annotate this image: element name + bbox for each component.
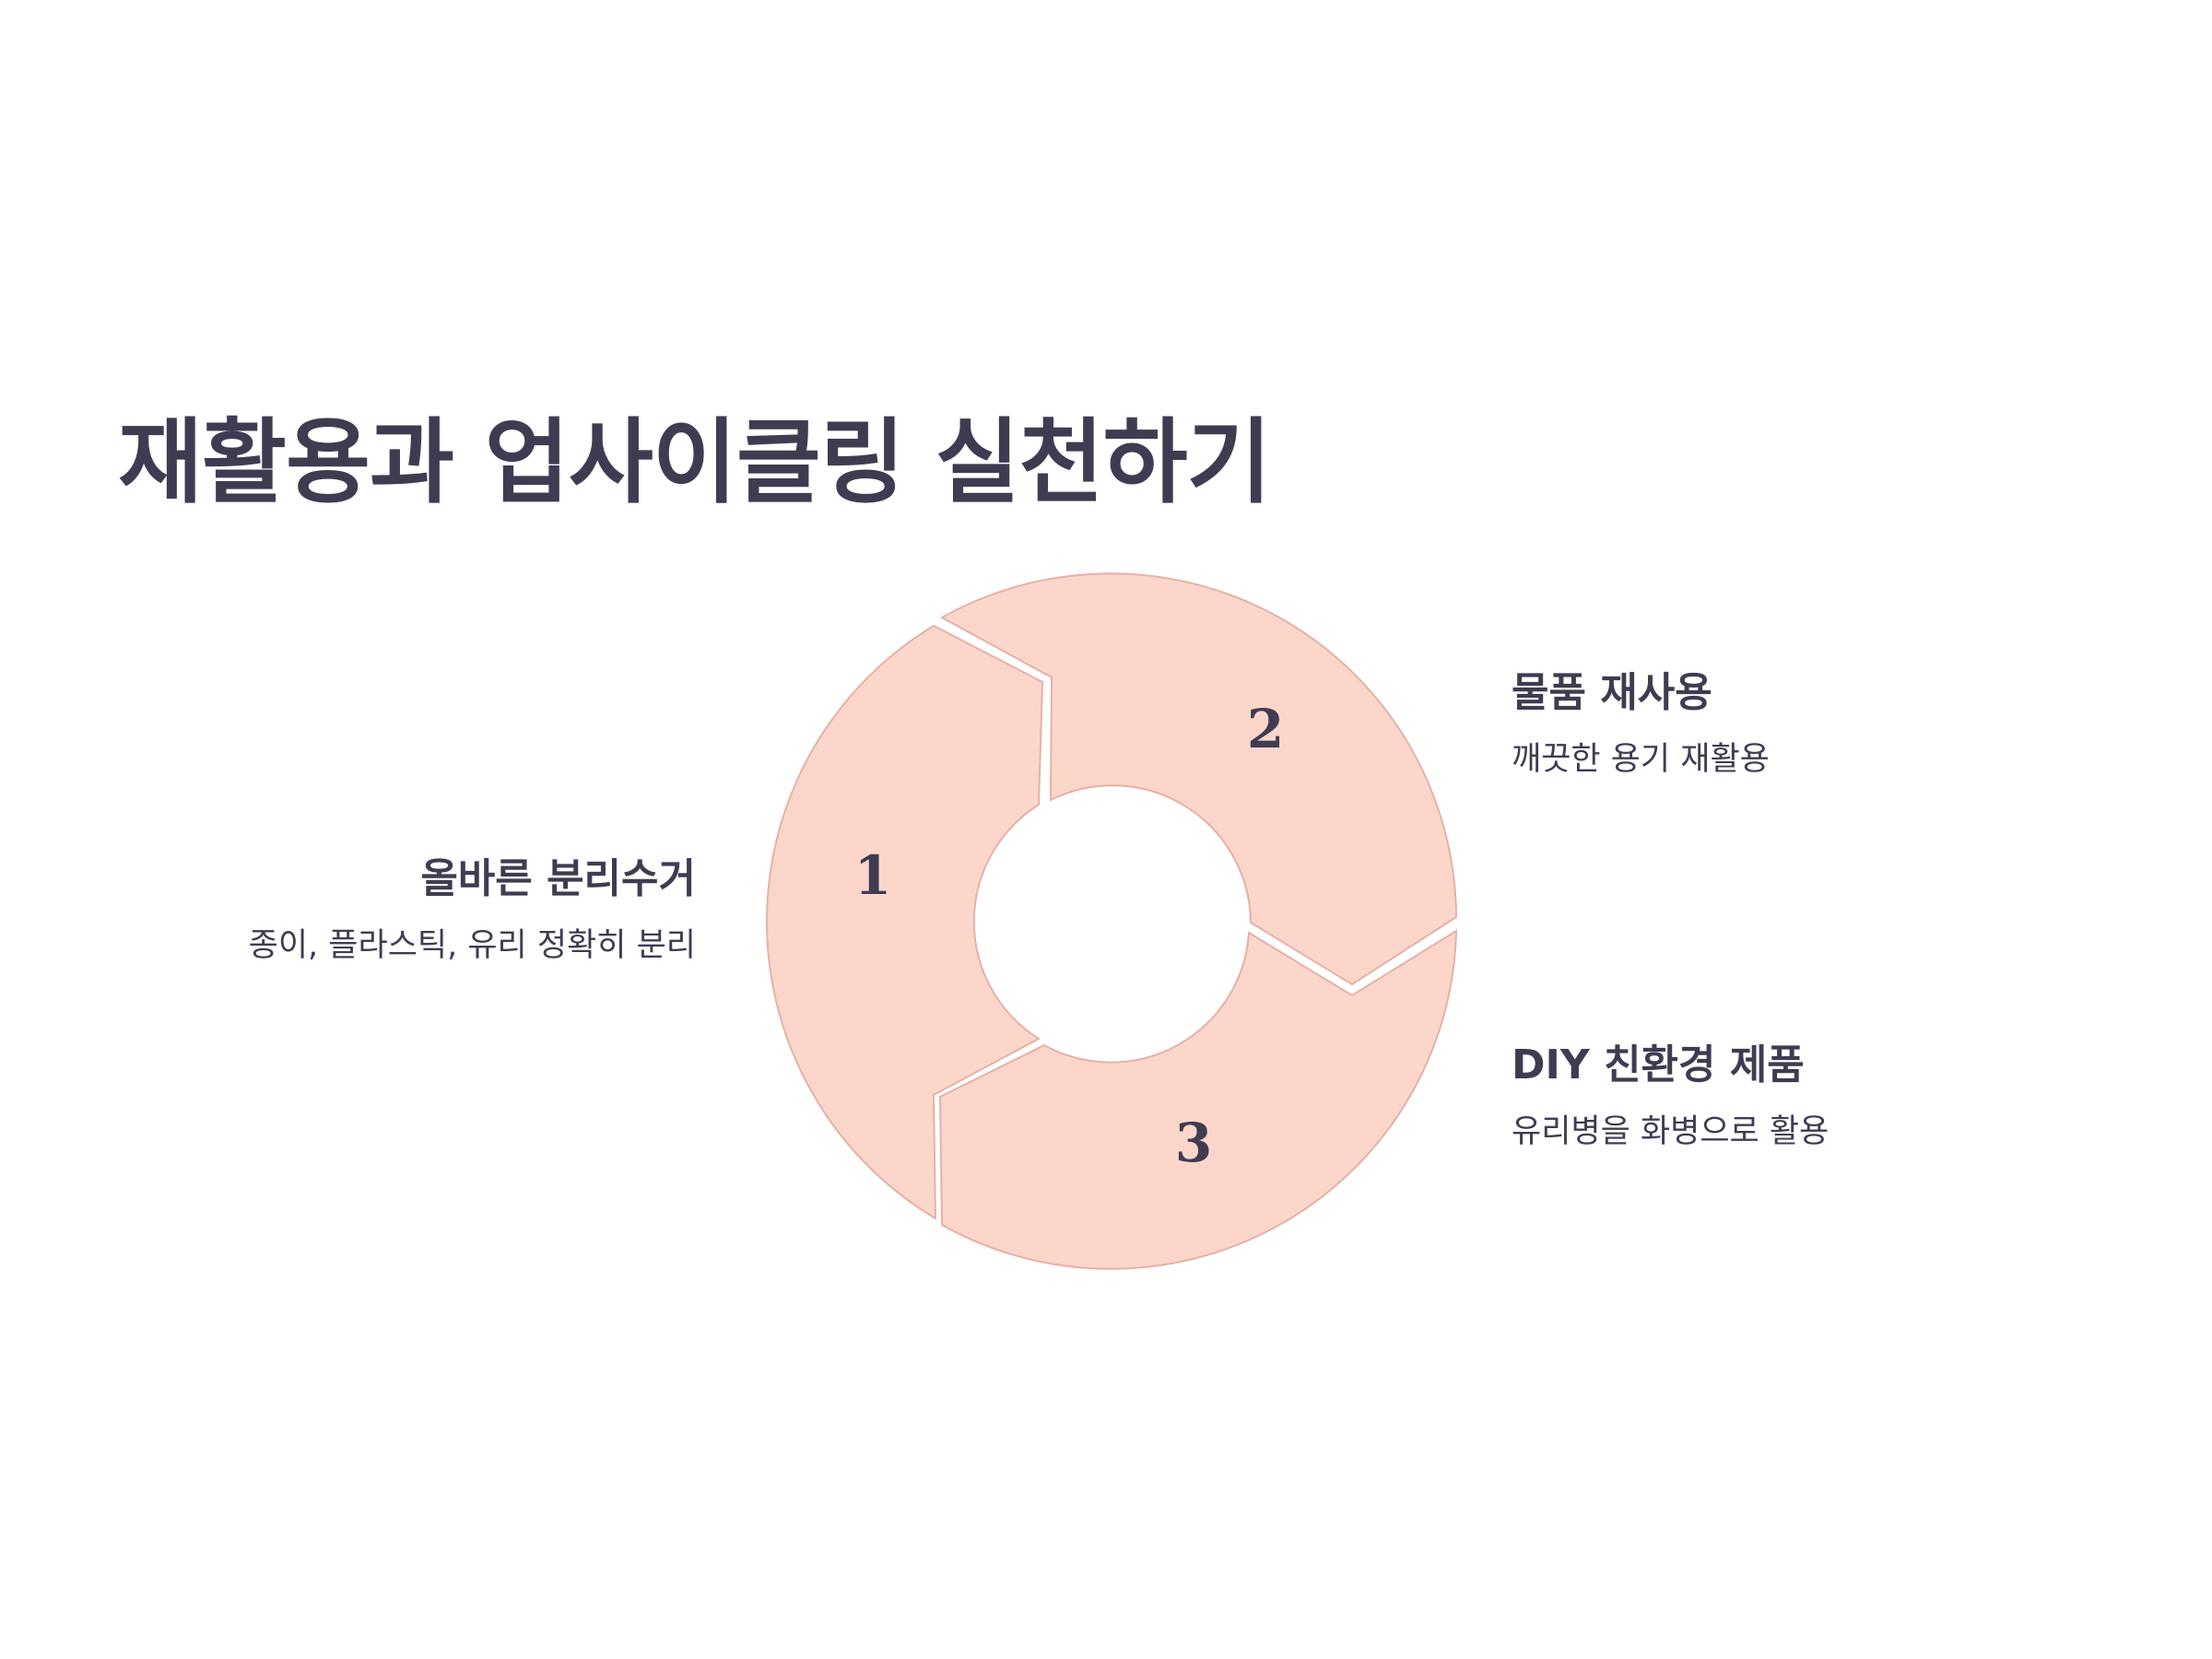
cycle-segment-1 xyxy=(766,624,1044,1220)
cycle-segment-2 xyxy=(939,572,1458,986)
cycle-segment-1-number: 1 xyxy=(854,844,891,907)
slide-title: 재활용과 업사이클링 실천하기 xyxy=(118,408,1272,516)
step-1-description: 종이, 플라스틱, 유리 정확히 분리 xyxy=(248,926,696,964)
step-1-title: 올바른 분리수거 xyxy=(420,855,696,902)
step-1-label: 올바른 분리수거 종이, 플라스틱, 유리 정확히 분리 xyxy=(249,855,696,965)
step-2-label: 물품 재사용 깨끗한 용기 재활용 xyxy=(1512,669,1770,779)
cycle-segment-3 xyxy=(938,929,1458,1270)
step-3-label: DIY 친환경 제품 유리병을 화병으로 활용 xyxy=(1512,1041,1829,1151)
cycle-segment-2-number: 2 xyxy=(1247,698,1284,760)
step-2-description: 깨끗한 용기 재활용 xyxy=(1512,740,1770,778)
cycle-segment-3-number: 3 xyxy=(1175,1112,1212,1174)
step-3-title: DIY 친환경 제품 xyxy=(1512,1041,1805,1088)
step-3-description: 유리병을 화병으로 활용 xyxy=(1512,1112,1830,1150)
step-2-title: 물품 재사용 xyxy=(1512,669,1712,716)
